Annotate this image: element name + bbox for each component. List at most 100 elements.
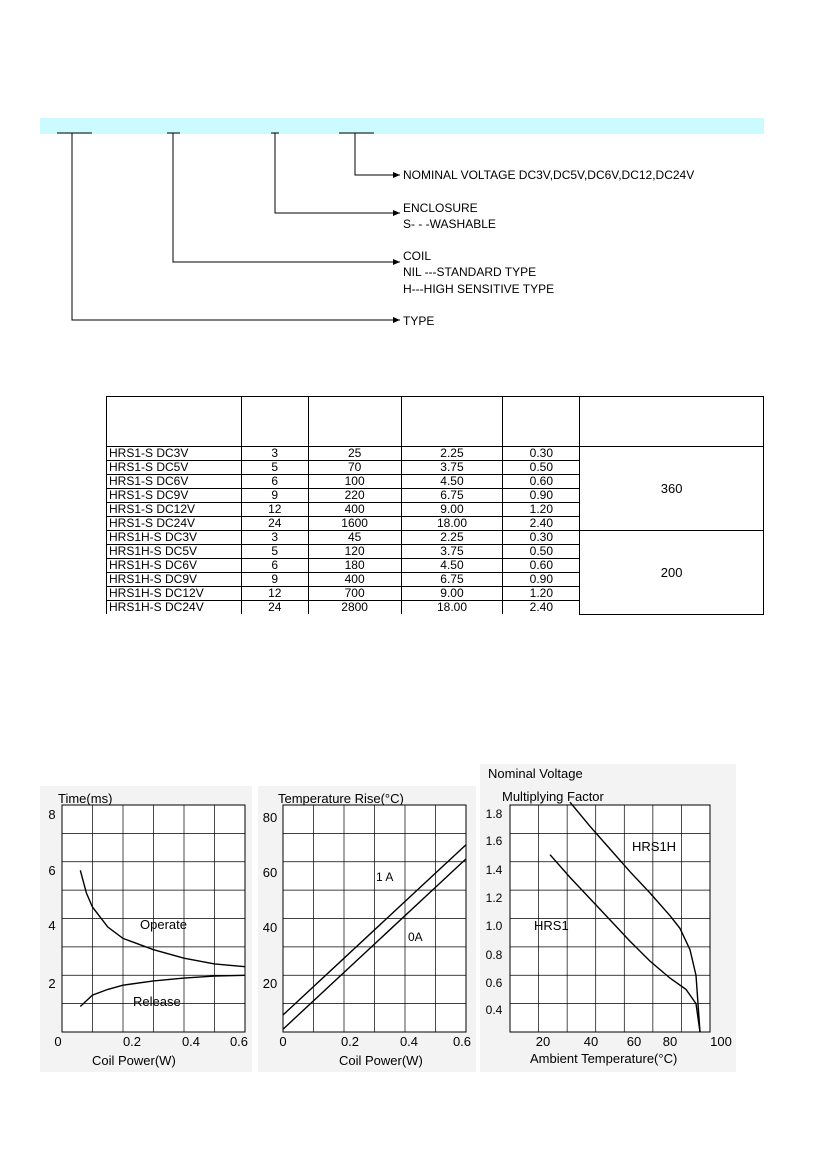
- x-tick-label: 40: [584, 1034, 598, 1049]
- enclosure-line: [274, 133, 400, 216]
- x-tick-label: 0: [279, 1034, 286, 1049]
- value-cell: 0.30: [502, 530, 581, 545]
- value-cell: 0.60: [502, 558, 581, 573]
- table-header-row: [106, 396, 764, 447]
- value-cell: 24: [240, 516, 309, 531]
- y-axis-label: Time(ms): [58, 791, 112, 806]
- series-label-hrs1h: HRS1H: [632, 839, 676, 854]
- y-tick-label: 1.0: [486, 919, 503, 933]
- value-cell: 9.00: [400, 586, 504, 601]
- type-label: TYPE: [403, 314, 435, 328]
- value-cell: 9.00: [400, 502, 504, 517]
- model-cell: HRS1-S DC3V: [106, 446, 242, 461]
- value-cell: 2.25: [400, 446, 504, 461]
- x-axis-label: Coil Power(W): [339, 1053, 423, 1068]
- value-cell: 0.50: [502, 544, 581, 559]
- value-cell: 24: [240, 600, 309, 614]
- series-label-0a: 0A: [408, 930, 423, 944]
- y-tick-label: 0.4: [486, 1003, 503, 1017]
- coil-option-high: H---HIGH SENSITIVE TYPE: [403, 282, 555, 296]
- value-cell: 0.90: [502, 488, 581, 503]
- value-cell: 70: [307, 460, 402, 475]
- x-tick-label: 0.2: [341, 1034, 359, 1049]
- y-tick-label: 1.6: [486, 834, 503, 848]
- series-line-release: [79, 974, 246, 1008]
- value-cell: 2.40: [502, 516, 581, 531]
- y-tick-label: 1.4: [486, 863, 503, 877]
- value-cell: 3.75: [400, 544, 504, 559]
- coil-line: [172, 133, 400, 265]
- y-axis-label-line1: Nominal Voltage: [488, 766, 583, 781]
- type-line: [71, 133, 400, 323]
- value-cell: 0.60: [502, 474, 581, 489]
- model-cell: HRS1-S DC9V: [106, 488, 242, 503]
- coil-title: COIL: [403, 249, 432, 263]
- value-cell: 0.50: [502, 460, 581, 475]
- x-tick-label: 0: [54, 1034, 61, 1049]
- model-cell: HRS1-S DC24V: [106, 516, 242, 531]
- y-tick-label: 4: [48, 918, 55, 933]
- value-cell: 4.50: [400, 474, 504, 489]
- y-tick-label: 40: [263, 920, 277, 935]
- value-cell: 1600: [307, 516, 402, 531]
- x-tick-label: 0.6: [453, 1034, 471, 1049]
- series-label-hrs1: HRS1: [534, 918, 569, 933]
- series-line-hrs1h: [569, 801, 701, 1033]
- value-cell: 1.20: [502, 586, 581, 601]
- value-cell: 2.40: [502, 600, 581, 614]
- x-tick-label: 80: [663, 1034, 677, 1049]
- model-cell: HRS1H-S DC12V: [106, 586, 242, 601]
- y-tick-label: 6: [48, 863, 55, 878]
- value-cell: 4.50: [400, 558, 504, 573]
- value-cell: 700: [307, 586, 402, 601]
- model-cell: HRS1H-S DC9V: [106, 572, 242, 587]
- model-cell: HRS1-S DC12V: [106, 502, 242, 517]
- value-cell: 0.90: [502, 572, 581, 587]
- model-cell: HRS1-S DC5V: [106, 460, 242, 475]
- series-label-release: Release: [133, 994, 181, 1009]
- series-line-operate: [79, 870, 246, 968]
- x-tick-label: 0.4: [400, 1034, 418, 1049]
- y-tick-label: 8: [48, 807, 55, 822]
- x-axis-label: Ambient Temperature(°C): [530, 1051, 677, 1066]
- y-tick-label: 80: [263, 810, 277, 825]
- value-cell: 1.20: [502, 502, 581, 517]
- value-cell: 0.30: [502, 446, 581, 461]
- value-cell: 12: [240, 502, 309, 517]
- series-label-1a: 1 A: [376, 870, 393, 884]
- value-cell: 120: [307, 544, 402, 559]
- model-cell: HRS1-S DC6V: [106, 474, 242, 489]
- y-tick-label: 2: [48, 976, 55, 991]
- model-cell: HRS1H-S DC3V: [106, 530, 242, 545]
- y-axis-label-line2: Multiplying Factor: [502, 789, 605, 804]
- y-tick-label: 20: [263, 976, 277, 991]
- voltage-line: [354, 133, 400, 178]
- model-cell: HRS1H-S DC6V: [106, 558, 242, 573]
- series-label-operate: Operate: [140, 917, 187, 932]
- value-cell: 2800: [307, 600, 402, 614]
- series-line-0a: [282, 858, 467, 1030]
- value-cell: 400: [307, 502, 402, 517]
- value-cell: 400: [307, 572, 402, 587]
- merged-value-cell: 360: [579, 446, 764, 531]
- header-cell: [307, 396, 402, 447]
- value-cell: 180: [307, 558, 402, 573]
- nominal-voltage-label: NOMINAL VOLTAGE DC3V,DC5V,DC6V,DC12,DC24…: [403, 168, 695, 182]
- value-cell: 45: [307, 530, 402, 545]
- x-tick-label: 0.2: [123, 1034, 141, 1049]
- value-cell: 3.75: [400, 460, 504, 475]
- x-tick-label: 60: [627, 1034, 641, 1049]
- y-tick-label: 1.2: [486, 891, 503, 905]
- series-line-1-a: [282, 844, 467, 1016]
